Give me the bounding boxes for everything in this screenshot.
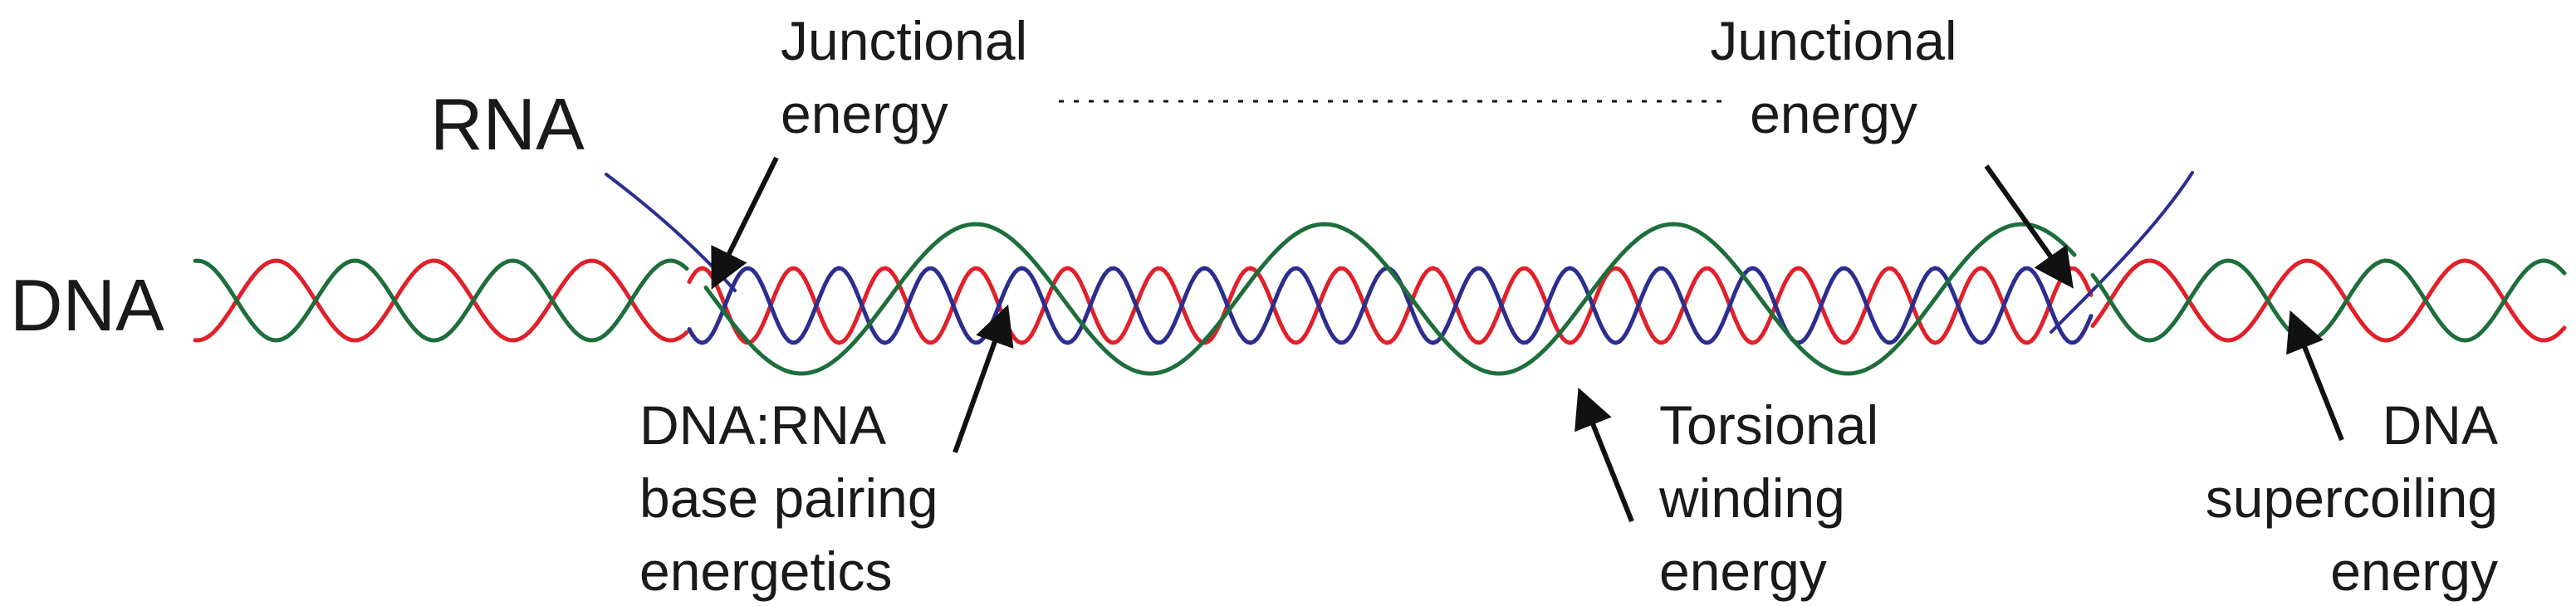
junctional-right-label: Junctional energy: [1684, 4, 1983, 150]
helix-strands: [193, 171, 2567, 376]
dna-strand-red-left: [193, 258, 689, 343]
annotation-arrows: [711, 156, 2344, 523]
dna-strand-green-loop: [703, 222, 2077, 376]
dna-strand-green-left: [193, 258, 689, 343]
junctional-right-arrow: [1984, 164, 2074, 289]
rna-tail-left: [605, 173, 737, 292]
base-pairing-arrow: [953, 304, 1014, 454]
dna-strand-red-right: [2090, 258, 2567, 343]
rna-tail-right: [2050, 171, 2194, 334]
dna-strand-green-right: [2090, 258, 2567, 343]
supercoiling-label: DNA supercoiling energy: [2166, 389, 2498, 606]
dna-strand-red-middle: [687, 266, 2094, 345]
base-pairing-line-2: base pairing: [639, 467, 938, 529]
supercoiling-line-1: DNA: [2382, 394, 2498, 456]
dna-label: DNA: [10, 264, 164, 346]
torsional-line-2: winding: [1659, 467, 1845, 529]
torsional-line-1: Torsional: [1659, 394, 1879, 456]
junctional-left-line-1: Junctional: [781, 10, 1028, 71]
base-pairing-line-1: DNA:RNA: [639, 394, 887, 456]
torsional-arrow: [1574, 387, 1634, 523]
supercoiling-line-2: supercoiling: [2205, 467, 2498, 529]
junctional-right-line-2: energy: [1750, 83, 1917, 144]
junctional-left-line-2: energy: [781, 83, 948, 144]
base-pairing-line-3: energetics: [639, 540, 893, 602]
torsional-line-3: energy: [1659, 540, 1827, 602]
supercoiling-arrow: [2286, 310, 2344, 442]
rna-strand-blue-middle: [687, 266, 2094, 345]
junctional-left-label: Junctional energy: [781, 4, 1027, 150]
torsional-label: Torsional winding energy: [1659, 389, 1878, 606]
rna-label: RNA: [430, 83, 585, 165]
supercoiling-line-3: energy: [2330, 540, 2498, 602]
base-pairing-label: DNA:RNA base pairing energetics: [639, 389, 938, 606]
junctional-right-line-1: Junctional: [1710, 10, 1957, 71]
junctional-left-arrow: [711, 156, 779, 290]
